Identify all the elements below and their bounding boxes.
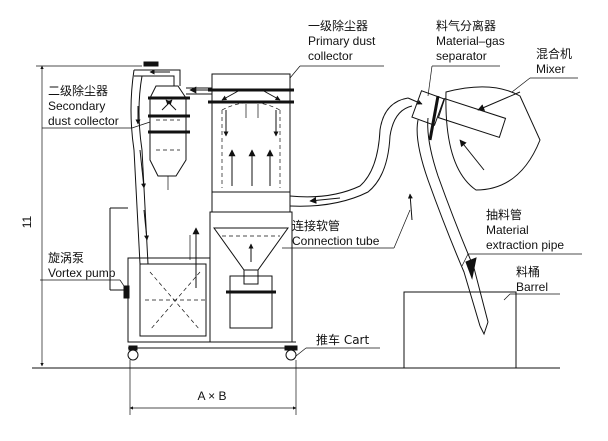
secondary-en1: Secondary	[48, 99, 105, 113]
label-mixer: 混合机 Mixer	[536, 46, 572, 76]
barrel-cn: 料桶	[516, 264, 540, 279]
mixer-cn: 混合机	[536, 46, 572, 61]
primary-en1: Primary dust	[308, 34, 376, 48]
label-separator: 料气分离器 Material–gas separator	[436, 18, 505, 63]
extraction-pipe	[407, 117, 489, 336]
leader-lines	[40, 65, 582, 357]
width-dimension-label: A × B	[197, 389, 226, 403]
separator-cn: 料气分离器	[436, 18, 496, 33]
connection-cn: 连接软管	[292, 218, 340, 233]
barrel	[403, 291, 517, 369]
vortex-cn: 旋涡泵	[48, 251, 84, 265]
height-dimension-label: 11	[20, 215, 34, 228]
primary-dust-collector	[208, 73, 294, 329]
mixer	[445, 86, 541, 191]
label-primary-dust-collector: 一级除尘器 Primary dust collector	[308, 18, 376, 63]
primary-cn: 一级除尘器	[308, 18, 368, 33]
vortex-pump	[139, 227, 207, 337]
label-barrel: 料桶 Barrel	[516, 264, 548, 294]
secondary-en2: dust collector	[48, 114, 119, 128]
cart-wheels	[127, 345, 298, 361]
height-dimension: 11	[20, 65, 142, 367]
extraction-cn: 抽料管	[486, 207, 522, 222]
secondary-cn: 二级除尘器	[48, 83, 108, 98]
air-ducts	[130, 61, 212, 265]
label-connection-tube: 连接软管 Connection tube	[292, 218, 380, 248]
extraction-en2: extraction pipe	[486, 238, 564, 252]
mixer-en1: Mixer	[536, 62, 565, 76]
secondary-dust-collector	[148, 85, 190, 190]
label-vortex-pump: 旋涡泵 Vortex pump	[48, 251, 116, 280]
separator-en2: separator	[436, 49, 487, 63]
label-secondary-dust-collector: 二级除尘器 Secondary dust collector	[48, 83, 119, 128]
connection-en1: Connection tube	[292, 234, 380, 248]
cart-frame	[109, 207, 296, 349]
material-gas-separator	[407, 90, 507, 141]
primary-en2: collector	[308, 49, 353, 63]
connection-tube	[289, 97, 413, 207]
extraction-en1: Material	[486, 223, 529, 237]
width-dimension: A × B	[129, 360, 297, 415]
vortex-en1: Vortex pump	[48, 266, 116, 280]
barrel-en1: Barrel	[516, 280, 548, 294]
label-cart: 推车 Cart	[316, 332, 369, 347]
label-extraction-pipe: 抽料管 Material extraction pipe	[486, 207, 564, 252]
separator-en1: Material–gas	[436, 34, 505, 48]
